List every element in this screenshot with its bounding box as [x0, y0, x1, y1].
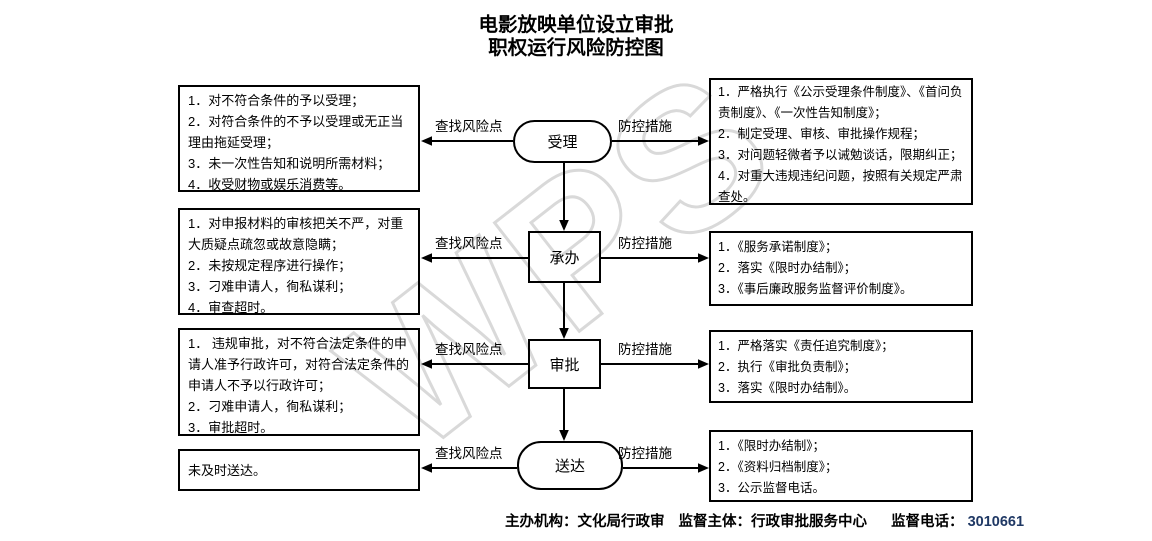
- page-title-line2: 职权运行风险防控图: [488, 37, 664, 59]
- measure-box-approve: 1．严格落实《责任追究制度》； 2．执行《审批负责制》； 3．落实《限时办结制》…: [709, 330, 973, 403]
- flow-node-deliver: 送达: [517, 441, 623, 490]
- supervision-phone-label: 监督电话：: [891, 514, 964, 530]
- page-title-line1: 电影放映单位设立审批: [478, 14, 674, 36]
- measure-box-accept: 1．严格执行《公示受理条件制度》、《首问负责制度》、《一次性告知制度》； 2．制…: [709, 78, 973, 205]
- risk-arrow-label-1: 查找风险点: [435, 119, 503, 134]
- measure-box-deliver: 1．《限时办结制》； 2．《资料归档制度》； 3．公示监督电话。: [709, 430, 973, 502]
- host-agency: 主办机构：文化局行政审: [505, 514, 665, 530]
- risk-box-approve: 1． 违规审批，对不符合法定条件的申请人准予行政许可，对符合法定条件的申请人不予…: [178, 328, 420, 436]
- risk-arrow-1: [421, 136, 513, 146]
- measure-arrow-label-4: 防控措施: [618, 446, 672, 461]
- risk-box-handle: 1．对申报材料的审核把关不严，对重大质疑点疏忽或故意隐瞒； 2．未按规定程序进行…: [178, 208, 420, 315]
- supervisor-body: 监督主体：行政审批服务中心: [678, 514, 868, 530]
- flow-node-accept: 受理: [513, 120, 612, 163]
- page-title: 电影放映单位设立审批 职权运行风险防控图: [0, 14, 1152, 60]
- flow-connector-2: [559, 283, 569, 339]
- risk-box-deliver: 未及时送达。: [178, 449, 420, 491]
- measure-arrow-4: [623, 463, 709, 473]
- risk-arrow-4: [421, 463, 517, 473]
- measure-arrow-label-2: 防控措施: [618, 236, 672, 251]
- measure-arrow-2: [601, 253, 709, 263]
- measure-arrow-label-1: 防控措施: [618, 119, 672, 134]
- flow-node-handle: 承办: [528, 231, 601, 283]
- flow-connector-1: [559, 163, 569, 231]
- flow-node-approve: 审批: [528, 339, 601, 389]
- measure-box-handle: 1．《服务承诺制度》； 2．落实《限时办结制》； 3．《事后廉政服务监督评价制度…: [709, 231, 973, 306]
- supervision-phone-number: 3010661: [967, 514, 1025, 530]
- risk-arrow-2: [421, 253, 528, 263]
- measure-arrow-1: [612, 136, 709, 146]
- risk-arrow-3: [421, 359, 528, 369]
- footer-info: 主办机构：文化局行政审 监督主体：行政审批服务中心 监督电话： 3010661: [505, 510, 1024, 531]
- risk-arrow-label-2: 查找风险点: [435, 236, 503, 251]
- measure-arrow-3: [601, 359, 709, 369]
- risk-box-accept: 1．对不符合条件的予以受理； 2．对符合条件的不予以受理或无正当理由拖延受理； …: [178, 85, 420, 192]
- flow-connector-3: [559, 389, 569, 441]
- measure-arrow-label-3: 防控措施: [618, 342, 672, 357]
- risk-arrow-label-4: 查找风险点: [435, 446, 503, 461]
- risk-arrow-label-3: 查找风险点: [435, 342, 503, 357]
